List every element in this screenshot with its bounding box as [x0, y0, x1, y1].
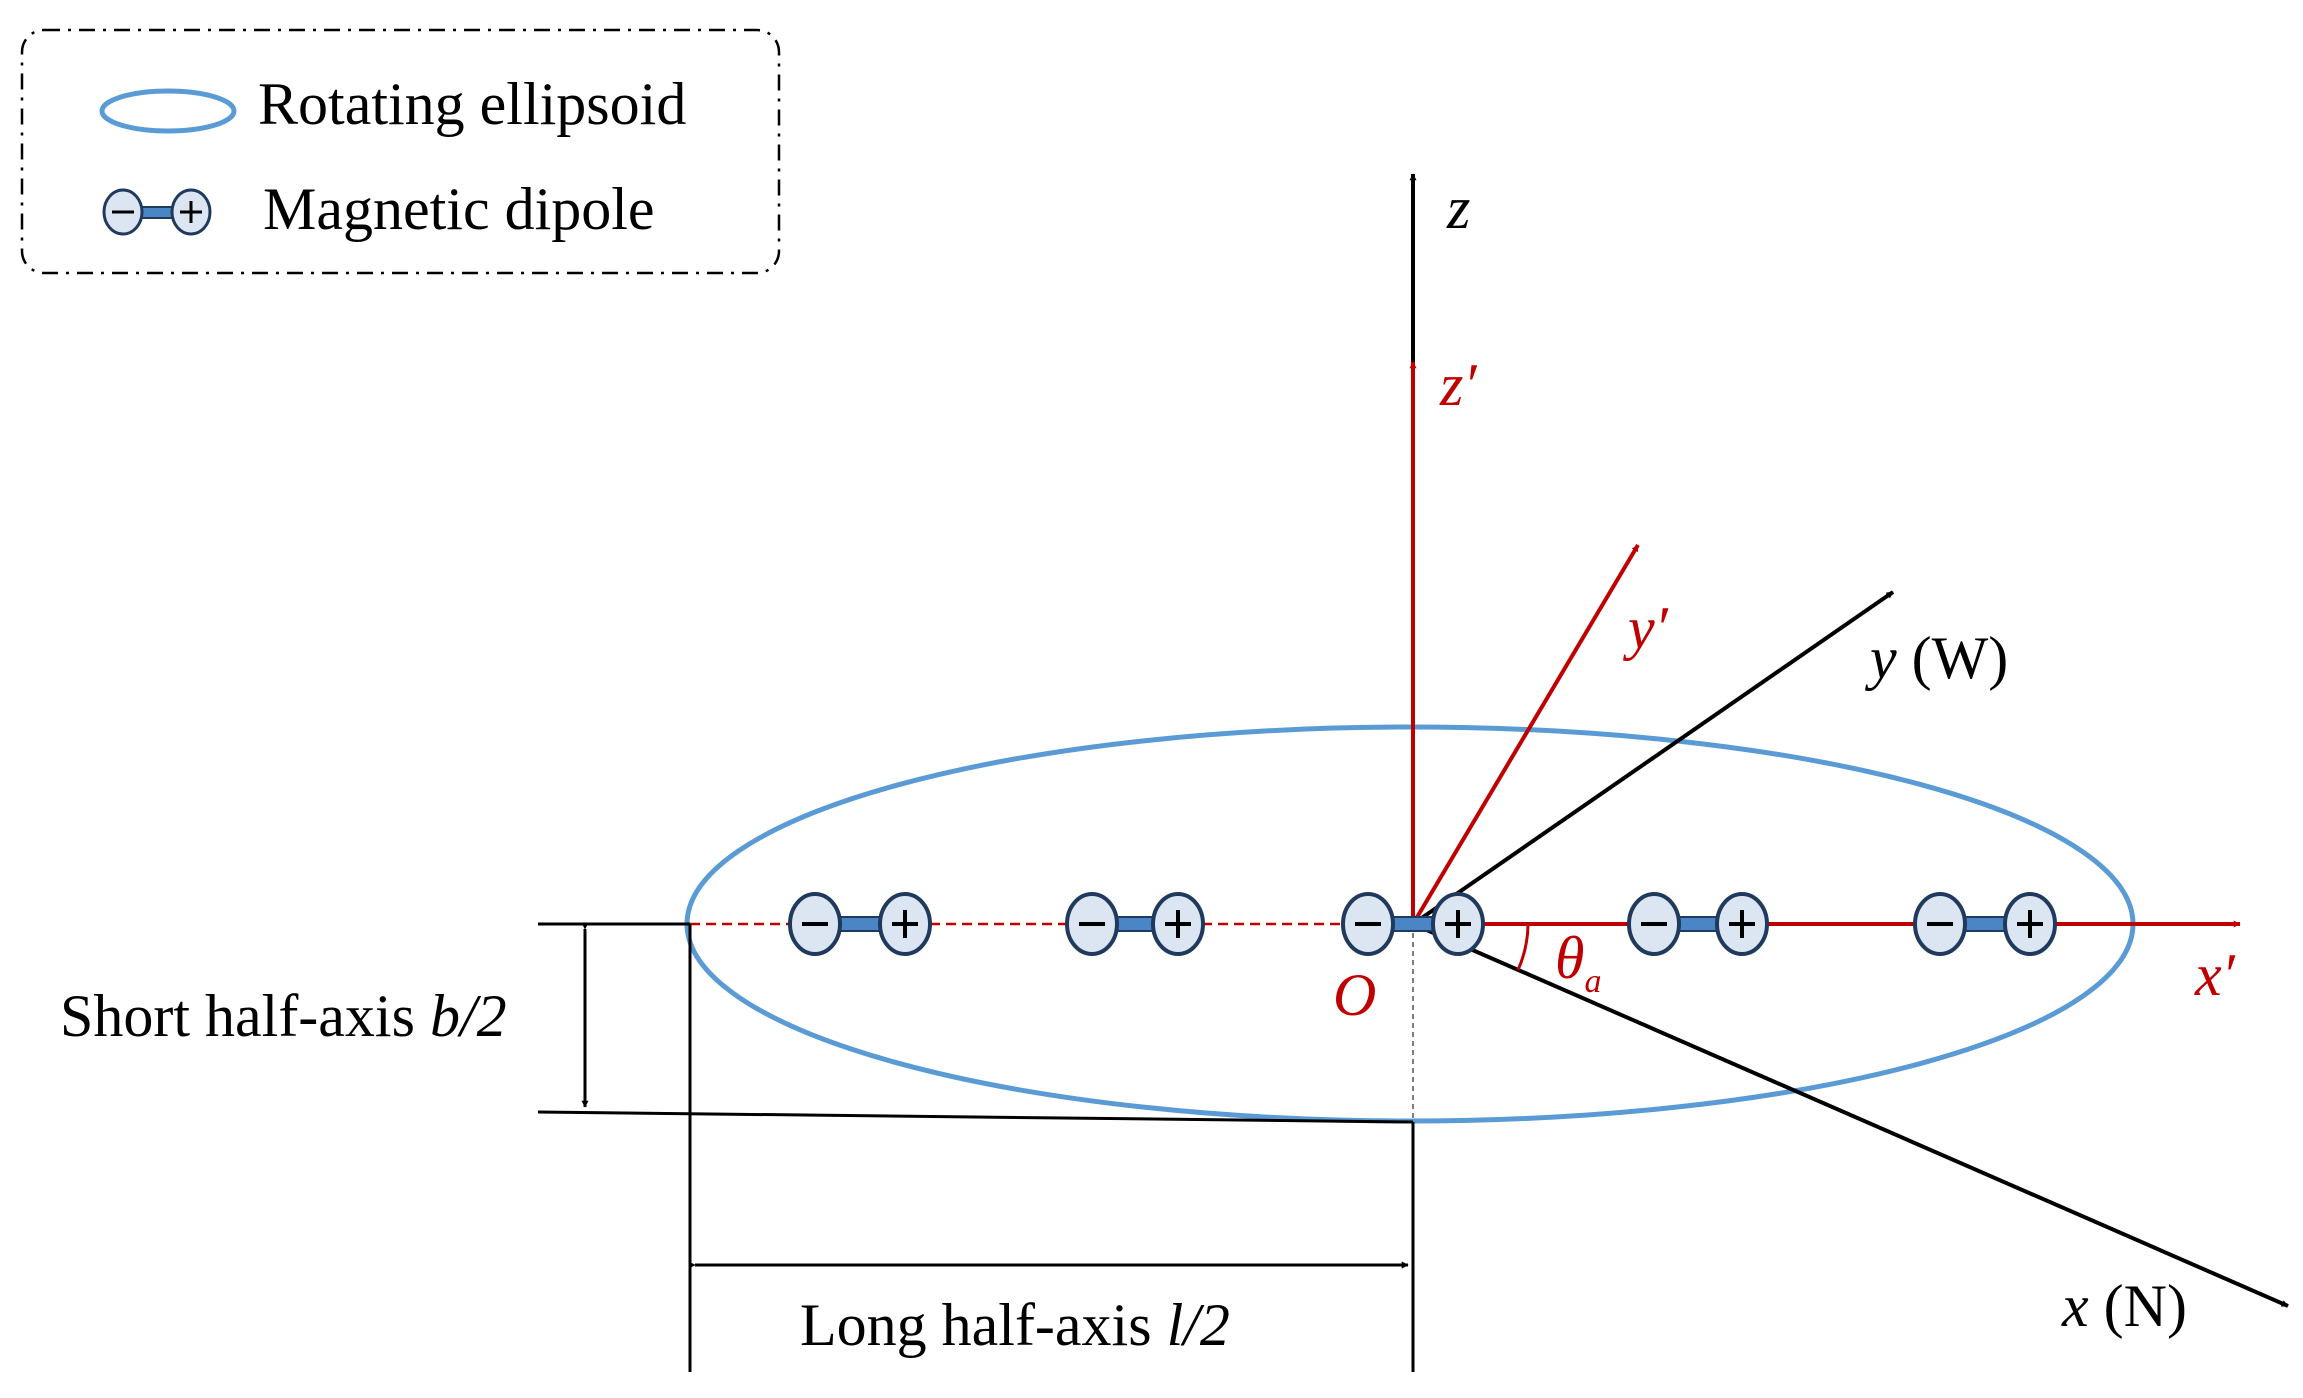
x-axis-label: x (N)	[2061, 1273, 2187, 1339]
y-axis-label: y (W)	[1864, 625, 2008, 691]
long-half-axis-label: Long half-axis l/2	[800, 1292, 1230, 1358]
theta-angle-label: θa	[1555, 925, 1601, 1000]
short-half-axis-label: Short half-axis b/2	[60, 983, 507, 1049]
magnetic-dipole	[1341, 892, 1485, 956]
y-prime-axis	[1411, 543, 1640, 926]
legend-label-ellipsoid: Rotating ellipsoid	[258, 71, 686, 137]
theta-angle-arc	[1516, 923, 1530, 971]
z-axis-label: z	[1446, 175, 1470, 241]
legend-dipole-icon	[102, 188, 212, 236]
x-prime-axis-label: x′	[2194, 942, 2236, 1008]
dipole-group	[788, 892, 2057, 956]
legend: Rotating ellipsoid Magnetic dipole	[20, 28, 781, 275]
y-prime-axis-label: y′	[1622, 595, 1669, 661]
magnetic-dipole	[788, 892, 932, 956]
legend-frame	[20, 28, 781, 275]
legend-label-dipole: Magnetic dipole	[263, 176, 655, 242]
y-axis	[1411, 590, 1895, 926]
origin-label: O	[1333, 962, 1376, 1028]
magnetic-dipole	[1627, 892, 1769, 956]
short-half-axis-dimension	[537, 922, 1414, 1124]
magnetic-dipole	[1065, 892, 1205, 956]
magnetic-dipole	[1913, 892, 2057, 956]
x-axis	[1412, 922, 2289, 1308]
z-prime-axis-label: z′	[1439, 352, 1477, 418]
legend-ellipse-icon	[99, 88, 237, 134]
long-half-axis-dimension	[688, 924, 1415, 1372]
